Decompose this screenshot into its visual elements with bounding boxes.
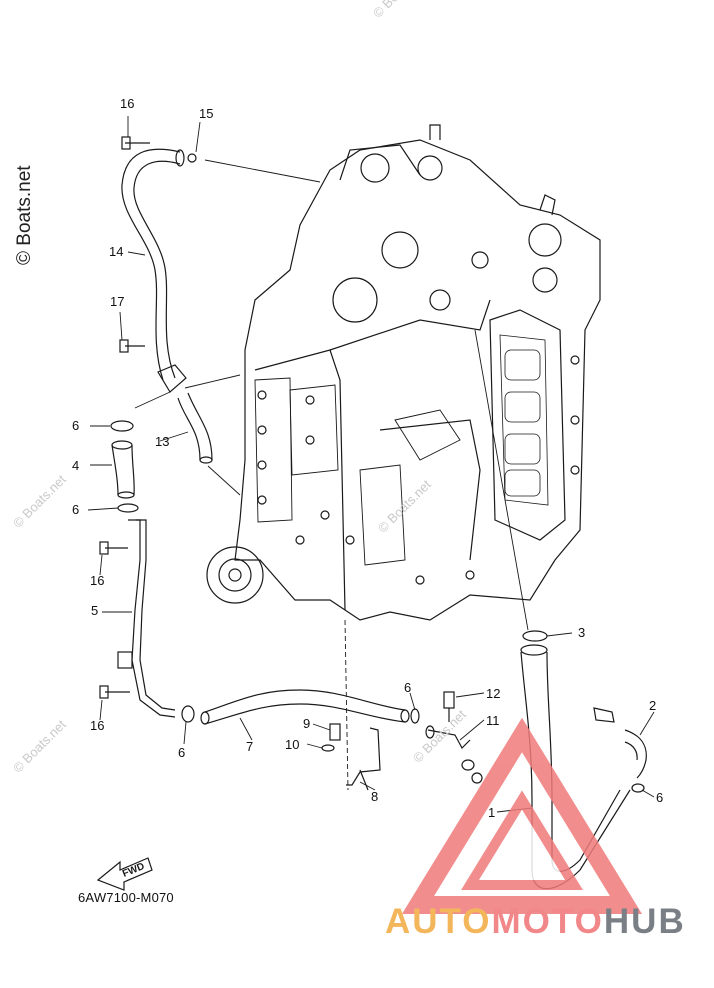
callout-14: 14 [109,244,124,259]
fwd-arrow-icon: FWD [96,857,153,891]
brand-auto: AUTO [385,902,492,941]
callout-12: 12 [486,686,501,701]
brand-moto: MOTO [491,902,604,941]
callout-7: 7 [246,739,254,754]
callout-9: 9 [303,716,311,731]
hose-13 [177,392,213,464]
callout-13: 13 [155,434,170,449]
pipe-5 [99,519,195,723]
callout-6e: 6 [656,790,664,805]
bracket-8 [321,723,381,791]
callout-10: 10 [285,737,300,752]
hose-7 [200,689,420,725]
callout-6a: 6 [72,418,80,433]
callout-11: 11 [486,713,500,728]
hose-14 [119,136,197,393]
brand-logo-icon [401,717,643,914]
joint-11 [425,691,483,784]
callout-16c: 16 [90,718,105,733]
callout-4: 4 [72,458,80,473]
reference-lines [134,159,529,791]
callout-6d: 6 [404,680,412,695]
hose-4 [110,420,139,513]
callout-2: 2 [649,698,657,713]
callout-1: 1 [488,805,496,820]
callout-5: 5 [91,603,99,618]
brand-wordmark: AUTOMOTOHUB [385,902,686,942]
brand-hub: HUB [603,902,686,941]
callout-3: 3 [578,625,586,640]
engine-block [206,124,601,621]
callout-6b: 6 [72,502,80,517]
callout-16b: 16 [90,573,105,588]
hose-2 [593,707,647,793]
callout-8: 8 [371,789,379,804]
leader-lines [87,116,655,813]
callout-6c: 6 [178,745,186,760]
callout-16a: 16 [120,96,135,111]
callout-15: 15 [199,106,214,121]
part-code: 6AW7100-M070 [78,890,174,905]
watermark-main: © Boats.net [14,165,35,265]
callout-17: 17 [110,294,125,309]
